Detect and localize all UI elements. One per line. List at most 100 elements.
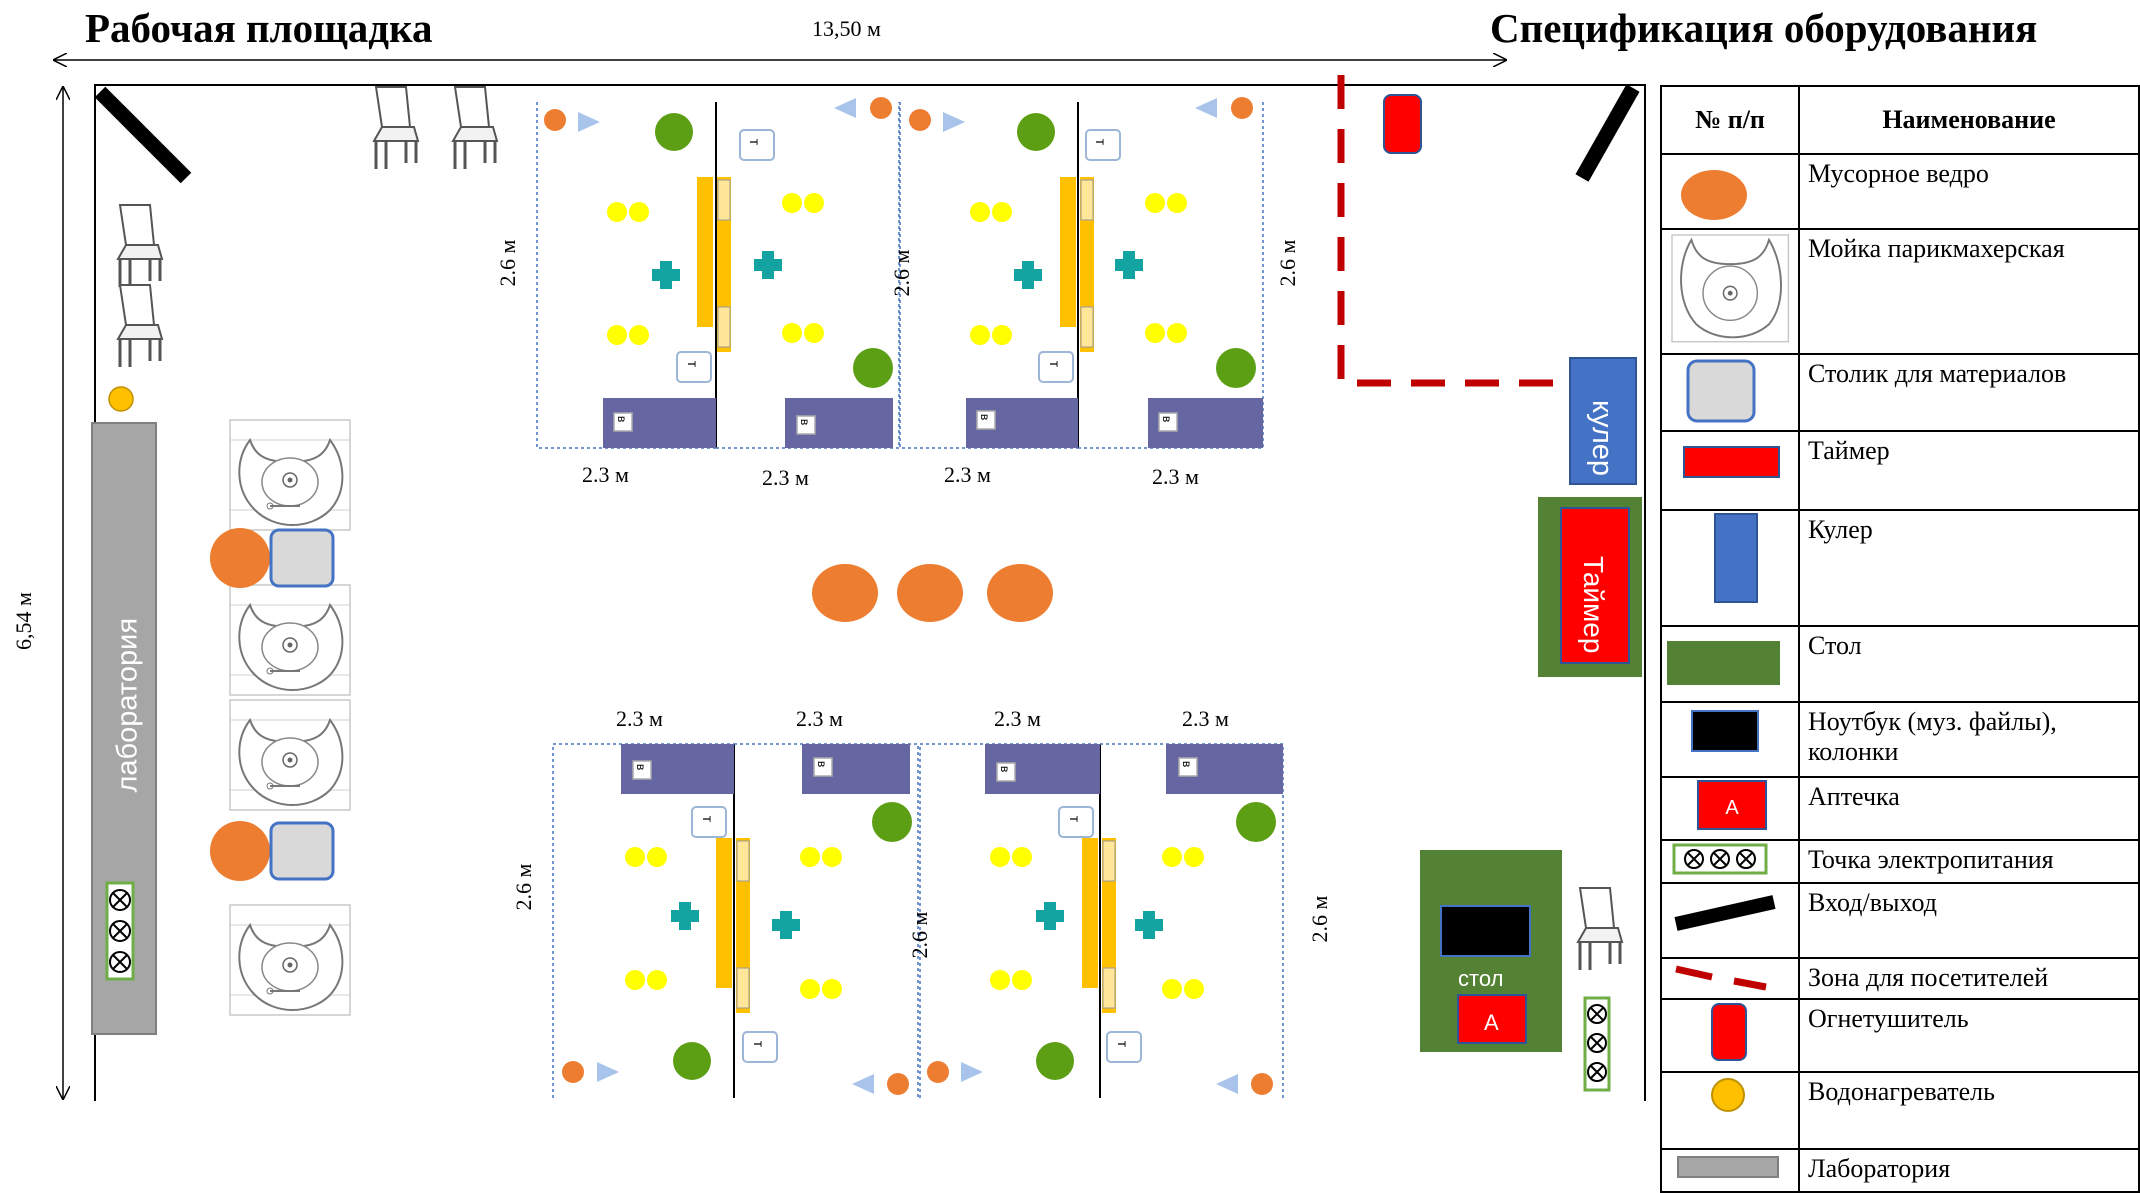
timer-icon — [1683, 446, 1780, 478]
dim-seg: 2.3 м — [582, 462, 629, 487]
box-v: в — [798, 418, 813, 426]
small-table-t: т — [685, 360, 702, 368]
entrance-right — [1575, 84, 1640, 182]
small-table-t: т — [751, 1040, 768, 1048]
legend-row: Мусорное ведро — [1660, 153, 2140, 230]
box-v: в — [1180, 760, 1195, 768]
small-table-t: т — [1115, 1040, 1132, 1048]
dim-depth: 2.6 м — [889, 249, 914, 297]
workstation-block-bottom-right — [919, 743, 1284, 1098]
small-table-t: т — [700, 815, 717, 823]
chair — [372, 85, 420, 171]
trash-bin — [210, 821, 270, 881]
legend-row: А Аптечка — [1660, 776, 2140, 841]
dim-depth: 2.6 м — [907, 911, 932, 959]
dim-seg: 2.3 м — [796, 706, 843, 731]
laptop-icon — [1691, 710, 1759, 752]
box-v: в — [615, 415, 630, 423]
legend-header-num: № п/п — [1660, 85, 1800, 155]
hair-wash-sink — [229, 904, 351, 1016]
first-aid-kit — [1457, 994, 1527, 1044]
chair — [451, 85, 499, 171]
trash-bin-icon — [1681, 170, 1747, 220]
timer-label: Таймер — [1578, 556, 1609, 654]
entrance-icon — [1674, 895, 1776, 931]
box-v: в — [634, 763, 649, 771]
legend-row-label: Лаборатория — [1798, 1148, 2140, 1193]
dim-seg: 2.3 м — [944, 462, 991, 487]
box-v: в — [1160, 415, 1175, 423]
table-icon — [1667, 641, 1780, 685]
box-v: в — [978, 413, 993, 421]
small-table-t: т — [1047, 360, 1064, 368]
svg-text:А: А — [1725, 797, 1739, 819]
dim-depth: 2.6 м — [1307, 895, 1332, 943]
legend-row: Мойка парикмахерская — [1660, 228, 2140, 355]
legend-row: Вход/выход — [1660, 882, 2140, 959]
equipment-legend-table: № п/п Наименование Мусорное ведро Мойка … — [1660, 85, 2140, 1193]
dim-width-label: 13,50 м — [812, 16, 881, 41]
box-v: в — [815, 760, 830, 768]
timer — [1560, 507, 1630, 664]
materials-table-icon — [1686, 359, 1756, 423]
legend-row-label: Точка электропитания — [1798, 839, 2140, 884]
title-equipment-spec: Спецификация оборудования — [1490, 5, 2038, 51]
laboratory-icon — [1677, 1156, 1779, 1178]
legend-row-label: Стол — [1798, 625, 2140, 703]
hair-wash-sink — [229, 419, 351, 531]
legend-row-label: Мусорное ведро — [1798, 153, 2140, 230]
legend-header: № п/п Наименование — [1660, 85, 2140, 155]
dim-seg: 2.3 м — [762, 465, 809, 490]
cooler — [1569, 357, 1637, 485]
fire-extinguisher — [1383, 94, 1422, 154]
legend-row-label: Столик для материалов — [1798, 353, 2140, 432]
visitor-zone-icon — [1675, 965, 1767, 991]
trash-bin — [897, 564, 963, 622]
small-table-t: т — [747, 138, 764, 146]
legend-row: Ноутбук (муз. файлы), колонки — [1660, 701, 2140, 778]
legend-row: Огнетушитель — [1660, 998, 2140, 1073]
workstation-block-bottom-left — [552, 743, 919, 1098]
chair — [1576, 886, 1624, 972]
trash-bin — [987, 564, 1053, 622]
workstation-block-top-left — [536, 97, 900, 449]
small-table-t: т — [1067, 815, 1084, 823]
water-heater-icon — [1711, 1078, 1745, 1112]
dim-seg: 2.3 м — [1182, 706, 1229, 731]
legend-row: Лаборатория — [1660, 1148, 2140, 1193]
water-heater-icon — [108, 386, 134, 412]
trash-bin — [210, 528, 270, 588]
legend-row: Кулер — [1660, 509, 2140, 627]
legend-row-label: Кулер — [1798, 509, 2140, 627]
legend-header-name: Наименование — [1798, 85, 2140, 155]
legend-row: Стол — [1660, 625, 2140, 703]
legend-row: Таймер — [1660, 430, 2140, 511]
dim-seg: 2.3 м — [994, 706, 1041, 731]
visitor-zone — [1337, 75, 1560, 387]
workstation-block-top-right — [899, 97, 1264, 449]
cooler-icon — [1714, 513, 1758, 603]
legend-row-label: Аптечка — [1798, 776, 2140, 841]
chair — [116, 283, 164, 369]
hair-wash-sink — [229, 584, 351, 696]
legend-row: Столик для материалов — [1660, 353, 2140, 432]
trash-bin — [812, 564, 878, 622]
legend-row-label: Вход/выход — [1798, 882, 2140, 959]
lab-label: лаборатория — [111, 617, 144, 793]
materials-table — [269, 528, 335, 588]
hair-wash-sink-icon — [1671, 234, 1790, 343]
title-workspace: Рабочая площадка — [85, 5, 433, 51]
legend-row-label: Огнетушитель — [1798, 998, 2140, 1073]
box-v: в — [998, 765, 1013, 773]
materials-table — [269, 821, 335, 881]
first-aid-label: А — [1484, 1010, 1499, 1035]
dim-depth: 2.6 м — [511, 863, 536, 911]
hair-wash-sink — [229, 699, 351, 811]
dim-depth: 2.6 м — [1275, 239, 1300, 287]
floor-plan — [0, 0, 1646, 1101]
first-aid-icon: А — [1697, 780, 1767, 830]
legend-row-label: Водонагреватель — [1798, 1071, 2140, 1150]
chair — [116, 203, 164, 289]
legend-row-label: Таймер — [1798, 430, 2140, 511]
legend-row: Точка электропитания — [1660, 839, 2140, 884]
